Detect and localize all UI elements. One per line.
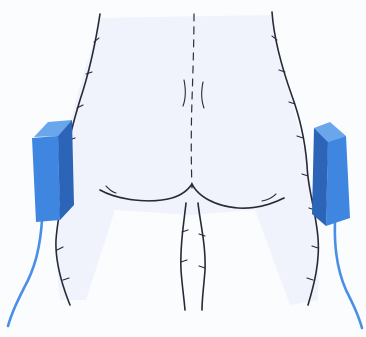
left-electrode-cable	[8, 220, 42, 326]
inner-thigh-hair-ticks	[181, 230, 205, 268]
right-pad-side	[312, 128, 328, 226]
right-electrode-pad	[312, 122, 350, 226]
left-inner-thigh	[181, 203, 186, 310]
left-pad-side	[58, 120, 74, 220]
right-pad-front	[326, 136, 350, 226]
right-inner-thigh	[198, 203, 205, 310]
left-pad-front	[32, 136, 60, 222]
right-electrode-cable	[335, 222, 362, 328]
left-electrode-pad	[32, 120, 74, 222]
buttocks-skin	[57, 15, 319, 305]
